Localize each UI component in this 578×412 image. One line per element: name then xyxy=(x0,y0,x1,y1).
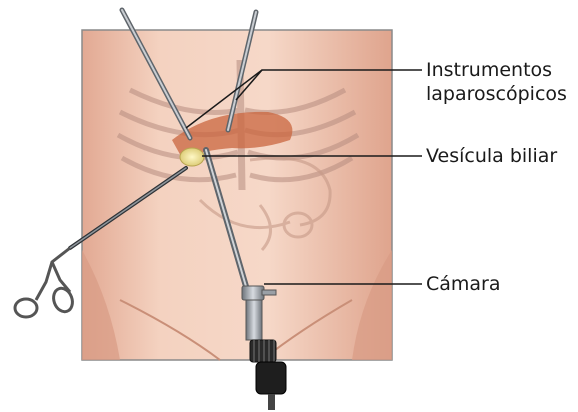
gallbladder xyxy=(180,148,204,166)
label-instrumentos-laparoscopicos: Instrumentos laparoscópicos xyxy=(426,58,576,106)
grasper-ring-right xyxy=(50,286,75,315)
label-camara: Cámara xyxy=(426,272,501,296)
grasper-ring-left xyxy=(15,299,37,317)
camera-port xyxy=(242,286,264,300)
label-vesicula-biliar: Vesícula biliar xyxy=(426,144,557,168)
camera-cable xyxy=(268,394,275,410)
camera-side-valve xyxy=(262,290,276,295)
grasper-handle xyxy=(36,248,70,300)
camera-body xyxy=(246,300,262,340)
camera-head xyxy=(256,362,286,394)
